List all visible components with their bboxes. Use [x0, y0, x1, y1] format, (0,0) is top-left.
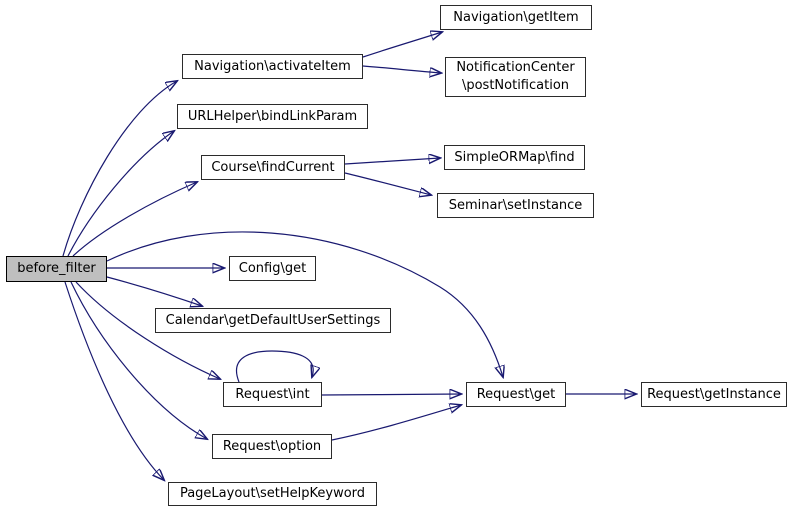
- edge-request-int-self-loop: [236, 350, 314, 383]
- node-calendar-getdefaultusersettings[interactable]: Calendar\getDefaultUserSettings: [155, 308, 391, 333]
- edge-before-filter-to-urlhelper-bindlinkparam: [67, 131, 174, 257]
- edge-request-option-to-request-get: [331, 405, 461, 441]
- edge-before-filter-to-pagelayout-sethelpkeyword: [64, 281, 164, 480]
- edge-before-filter-to-request-get: [106, 231, 503, 377]
- edge-course-findcurrent-to-seminar-setinstance: [344, 172, 431, 195]
- node-request-int[interactable]: Request\int: [223, 382, 322, 407]
- node-urlhelper-bindlinkparam[interactable]: URLHelper\bindLinkParam: [177, 104, 368, 129]
- node-seminar-setinstance[interactable]: Seminar\setInstance: [437, 193, 594, 218]
- edge-before-filter-to-request-option: [70, 281, 207, 439]
- node-request-get[interactable]: Request\get: [466, 382, 566, 407]
- node-pagelayout-sethelpkeyword[interactable]: PageLayout\setHelpKeyword: [168, 482, 377, 506]
- edge-request-int-to-request-get: [321, 394, 461, 395]
- node-notificationcenter-postnotification[interactable]: NotificationCenter \postNotification: [445, 57, 586, 97]
- node-before-filter: before_filter: [6, 256, 107, 282]
- node-simpleormap-find[interactable]: SimpleORMap\find: [444, 145, 585, 170]
- node-request-getinstance[interactable]: Request\getInstance: [641, 382, 787, 407]
- edge-course-findcurrent-to-simpleormap-find: [344, 158, 440, 164]
- edge-navigation-activateitem-to-navigation-getitem: [362, 32, 442, 58]
- edge-before-filter-to-course-findcurrent: [72, 182, 197, 257]
- edge-before-filter-to-calendar-getdefaultusersettings: [106, 276, 202, 306]
- node-course-findcurrent[interactable]: Course\findCurrent: [201, 155, 345, 180]
- edge-before-filter-to-request-int: [75, 281, 220, 379]
- node-config-get[interactable]: Config\get: [229, 256, 316, 281]
- node-request-option[interactable]: Request\option: [212, 434, 332, 459]
- edge-navigation-activateitem-to-notificationcenter-postnotification: [362, 65, 441, 73]
- node-navigation-activateitem[interactable]: Navigation\activateItem: [182, 54, 363, 79]
- node-navigation-getitem[interactable]: Navigation\getItem: [440, 5, 592, 30]
- edge-before-filter-to-navigation-activateitem: [62, 81, 177, 257]
